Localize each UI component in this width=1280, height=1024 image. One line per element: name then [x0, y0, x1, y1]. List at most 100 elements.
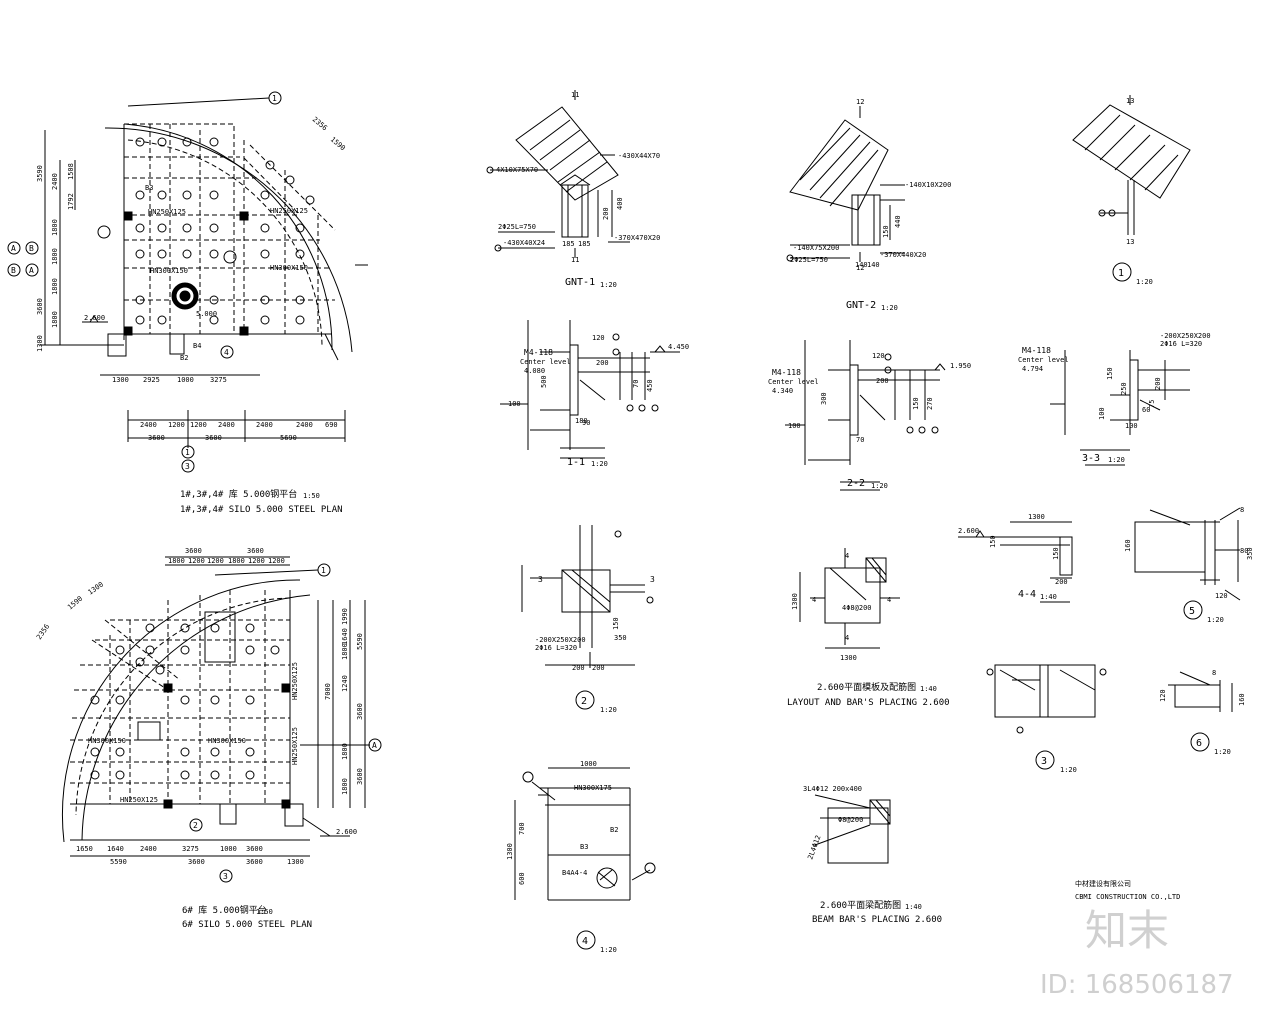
- plan2-right-1: 1800: [341, 643, 349, 660]
- det4-num: 4: [582, 936, 588, 947]
- plan2-bottom-1-2: 2400: [140, 845, 157, 853]
- det4-label-2: B3: [580, 843, 588, 851]
- plan2-outer-arc: [81, 594, 311, 841]
- sec22-dim-4: 150: [912, 397, 920, 410]
- sec22-dim-0: 120: [872, 352, 885, 360]
- plan1-grid-1-top: 1: [272, 94, 277, 103]
- plan1-bottom-1-1: 2925: [143, 376, 160, 384]
- detail3-drawing: [986, 664, 1107, 770]
- sec33-dim-6: 60: [1142, 406, 1150, 414]
- sec44-drawing: [958, 521, 1073, 603]
- det5-dim-2: 8: [1240, 506, 1244, 514]
- plan1-left-dim-1: 2400: [51, 173, 59, 190]
- plan1-scale: 1:50: [303, 492, 320, 500]
- sec22-dim-6: 100: [788, 422, 801, 430]
- plan1-bottom-3-0: 3600: [148, 434, 165, 442]
- det6-dim-0: 120: [1159, 689, 1167, 702]
- det1-mark-bottom: 13: [1126, 238, 1134, 246]
- det4-label-3: B4A4-4: [562, 869, 587, 877]
- plan1-member-b3: B3: [145, 184, 153, 192]
- sec44-dim-2: 200: [1055, 578, 1068, 586]
- plan2-right-7: 1800: [341, 743, 349, 760]
- plan1-bottom-1-0: 1300: [112, 376, 129, 384]
- plan1-title: 1#,3#,4# 库 5.000钢平台: [180, 488, 297, 500]
- gnt1-label-8: 400: [616, 197, 624, 210]
- plan1-beam-a: HN300X150: [150, 267, 188, 275]
- det1-mark-top: 13: [1126, 97, 1134, 105]
- beam26-subtitle: BEAM BAR'S PLACING 2.600: [812, 915, 942, 925]
- watermark-id: ID: 168506187: [1040, 970, 1234, 1000]
- company-name-en: CBMI CONSTRUCTION CO.,LTD: [1075, 893, 1180, 901]
- plan2-top-1-1: 3600: [247, 547, 264, 555]
- plan1-grid-a-left: A: [11, 244, 16, 253]
- plan2-beam-b3: HN250X125: [291, 727, 299, 765]
- plan2-beam-b2: HN250X125: [291, 662, 299, 700]
- gnt1-label-2: 2Φ25L=750: [498, 223, 536, 231]
- plan2-beam-a: HN300X150: [88, 737, 126, 745]
- sec11-dim-0: 120: [592, 334, 605, 342]
- plan1-beam-b: HN250X125: [148, 208, 186, 216]
- plan2-top-1-0: 3600: [185, 547, 202, 555]
- plan1-grid-a-left2: A: [29, 266, 34, 275]
- plan2-beam-b: HN250X125: [120, 796, 158, 804]
- plan1-bottom-1-3: 3275: [210, 376, 227, 384]
- plan1-drawing: [7, 91, 368, 473]
- layout26-dim-6: 4Φ8@200: [842, 604, 872, 612]
- plan2-bottom-2-1: 3600: [188, 858, 205, 866]
- plan1-inner-arc: [123, 123, 333, 351]
- plan2-bottom-1-5: 3600: [246, 845, 263, 853]
- plan1-left-dim-2: 1800: [51, 219, 59, 236]
- layout26-subtitle: LAYOUT AND BAR'S PLACING 2.600: [787, 698, 950, 708]
- sec33-note3: 4.794: [1022, 365, 1043, 373]
- det6-scale: 1:20: [1214, 748, 1231, 756]
- plan1-bottom-2-4: 2400: [256, 421, 273, 429]
- gnt2-mark-top: 12: [856, 98, 864, 106]
- sec11-dim-5: 450: [646, 379, 654, 392]
- plan2-bottom-1-3: 3275: [182, 845, 199, 853]
- det4-label-5: 1300: [506, 843, 514, 860]
- plan1-bottom-2-5: 2400: [296, 421, 313, 429]
- det4-label-7: 600: [518, 872, 526, 885]
- sec11-drawing: [500, 320, 680, 459]
- gnt1-title: GNT-1: [565, 277, 595, 288]
- plan1-bottom-3-1: 3600: [205, 434, 222, 442]
- plan1-subtitle: 1#,3#,4# SILO 5.000 STEEL PLAN: [180, 505, 343, 515]
- plan1-grid-b-left2: B: [11, 266, 16, 275]
- gnt2-label-5: 140: [867, 261, 880, 269]
- sec11-dim-6: 90: [582, 419, 590, 427]
- plan1-grid-3-bottom: 3: [185, 462, 190, 471]
- gnt2-title: GNT-2: [846, 300, 876, 311]
- det2-label-5: 350: [614, 634, 627, 642]
- det1-scale: 1:20: [1136, 278, 1153, 286]
- gnt1-detail: [486, 90, 630, 258]
- detail1-drawing: [1072, 95, 1191, 282]
- sec22-dim-1: 200: [876, 377, 889, 385]
- sec11-title: 1-1: [567, 457, 585, 468]
- sec33-dim-3: 100: [1098, 407, 1106, 420]
- sec11-dim-7: 180: [575, 417, 588, 425]
- sec22-dim-2: 300: [820, 392, 828, 405]
- plan2-drawing: [61, 556, 382, 883]
- sec33-scale: 1:20: [1108, 456, 1125, 464]
- det5-dim-1: 350: [1246, 547, 1254, 560]
- plan1-beam-b2: HN250X125: [270, 207, 308, 215]
- plan1-bottom-2-2: 1200: [190, 421, 207, 429]
- det2-label-3: 200: [592, 664, 605, 672]
- gnt1-label-4: -370X470X20: [614, 234, 660, 242]
- plan1-bottom-2-3: 2400: [218, 421, 235, 429]
- plan2-arc-dim-2: 1300: [87, 580, 105, 596]
- sec33-note2: Center level: [1018, 356, 1069, 364]
- gnt2-label-1: -140X75X200: [793, 244, 839, 252]
- det4-scale: 1:20: [600, 946, 617, 954]
- plan2-right-8: 1800: [341, 778, 349, 795]
- plan2-right-2: 1240: [341, 675, 349, 692]
- plan2-top-2-3: 1800: [228, 557, 245, 565]
- sec33-dim-1: 150: [1106, 367, 1114, 380]
- det6-dim-2: 8: [1212, 669, 1216, 677]
- det6-num: 6: [1196, 738, 1202, 749]
- plan1-grid-b-left: B: [29, 244, 34, 253]
- beam26-title: 2.600平面梁配筋图: [820, 899, 901, 911]
- gnt2-label-4: 140: [855, 261, 868, 269]
- gnt1-label-7: 200: [602, 207, 610, 220]
- gnt1-mark-bottom: 11: [571, 256, 579, 264]
